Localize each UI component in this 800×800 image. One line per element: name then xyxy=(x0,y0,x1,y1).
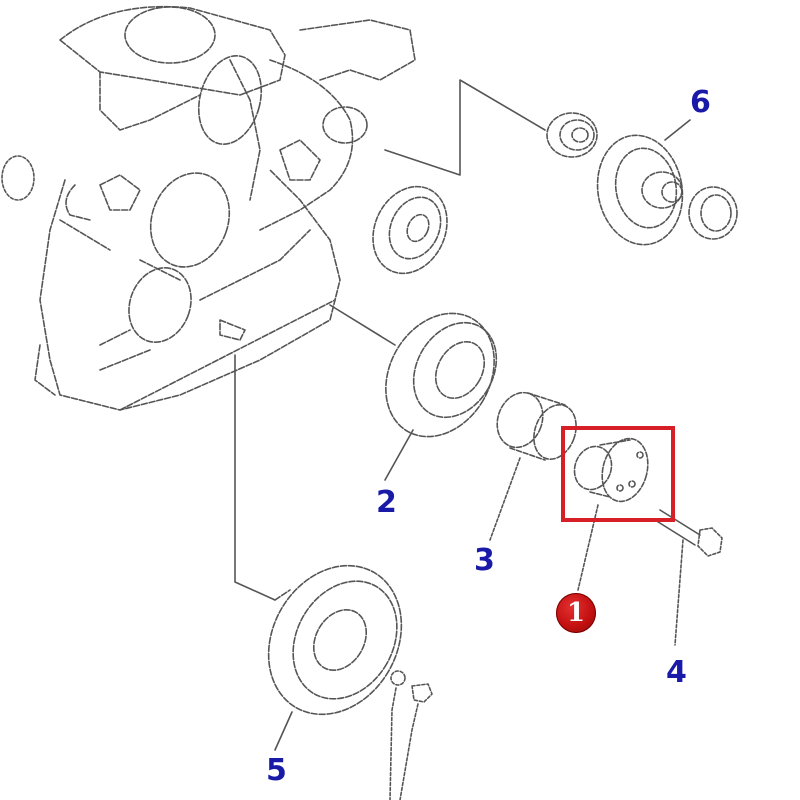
leader-line-2 xyxy=(329,304,396,346)
callout-4[interactable]: 4 xyxy=(666,655,687,690)
part-6-gear xyxy=(596,134,684,246)
leader-line-5 xyxy=(234,354,276,601)
part-5-crank-gear xyxy=(267,564,403,716)
part-6-bearing-left xyxy=(546,112,598,158)
callout-3[interactable]: 3 xyxy=(474,543,495,578)
part-2-gear xyxy=(385,312,498,438)
small-bolts xyxy=(389,670,433,800)
engine-block xyxy=(34,5,416,411)
part-6-bearing-right xyxy=(688,186,738,240)
leader-line-3 xyxy=(489,457,521,541)
part-1-highlight-box xyxy=(561,426,675,522)
part-4-bolt xyxy=(654,509,723,557)
callout-5[interactable]: 5 xyxy=(266,753,287,788)
callout-1-badge[interactable]: 1 xyxy=(556,593,596,633)
leader-line-2-label xyxy=(384,429,414,481)
leader-line-6b xyxy=(664,119,691,141)
part-3-bushing xyxy=(496,391,577,461)
callout-6[interactable]: 6 xyxy=(690,85,711,120)
o-ring xyxy=(1,155,35,201)
leader-line-6 xyxy=(384,79,546,176)
part-1-shaft xyxy=(573,437,649,503)
crank-gear-upper xyxy=(372,185,448,275)
leader-line-4 xyxy=(674,539,684,646)
callout-2[interactable]: 2 xyxy=(376,485,397,520)
leader-line-5-label xyxy=(274,711,293,751)
